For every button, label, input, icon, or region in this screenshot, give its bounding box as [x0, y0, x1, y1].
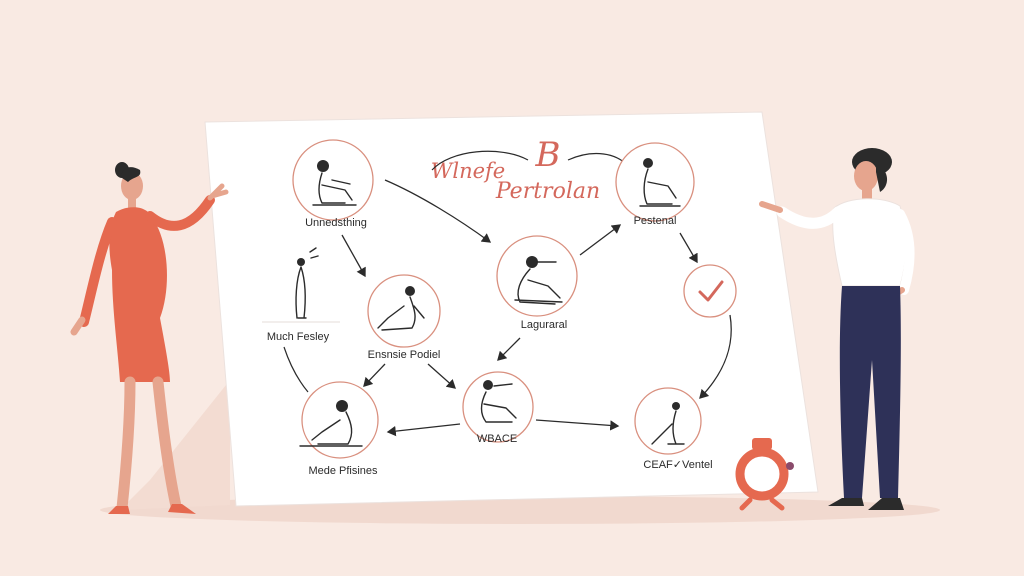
- pregnant-woman-icon: [70, 162, 229, 514]
- svg-text:CEAF✓Ventel: CEAF✓Ventel: [643, 459, 712, 471]
- node-mede-pfisines: Mede Pfisines: [299, 381, 379, 477]
- kneeling-person-icon: [299, 400, 363, 447]
- arrow-n1-n3: [341, 234, 366, 278]
- arrow-n5-n6: [679, 232, 698, 264]
- svg-text:WBACE: WBACE: [477, 433, 517, 445]
- arrow-n7-n9: [535, 419, 620, 431]
- arrow-n3-n8: [363, 363, 386, 387]
- node-laguraral: Laguraral: [496, 235, 578, 331]
- svg-text:Pestenal: Pestenal: [634, 215, 677, 227]
- arrow-n7-n8: [386, 423, 461, 437]
- reclining-person-icon: [377, 286, 425, 331]
- flow-arrows: [283, 179, 732, 437]
- svg-text:Much Fesley: Much Fesley: [267, 331, 330, 343]
- arrow-n3-n7: [427, 363, 456, 389]
- svg-text:Ensnsie Podiel: Ensnsie Podiel: [368, 349, 441, 361]
- title-script: Wlnefe: [431, 159, 505, 183]
- stretching-person-icon: [514, 256, 563, 305]
- node-unnedsthing: Unnedsthing: [292, 139, 374, 229]
- bending-person-icon: [480, 380, 517, 423]
- node-pestenal: Pestenal: [615, 142, 695, 227]
- svg-text:Unnedsthing: Unnedsthing: [305, 217, 367, 229]
- title-letter: B: [535, 135, 561, 175]
- node-wbace: WBACE: [462, 371, 534, 445]
- arrow-n6-n9: [699, 314, 732, 399]
- checkmark-icon: [698, 280, 724, 302]
- node-ceaf-ventel: CEAF✓Ventel: [634, 387, 713, 471]
- arrow-n1-n4: [384, 179, 492, 243]
- title-swash: [431, 150, 626, 171]
- curve-n2-n8: [283, 346, 309, 393]
- standing-person-icon: [295, 247, 319, 319]
- sitting-person-icon: [651, 402, 685, 445]
- seated-person-icon: [639, 158, 681, 207]
- node-checkmark: [683, 264, 737, 318]
- node-much-fesley: Much Fesley: [262, 247, 340, 343]
- title-sub: Pertrolan: [495, 179, 600, 204]
- woman-presenter-icon: [759, 148, 915, 510]
- seated-person-icon: [312, 160, 357, 206]
- arrow-n4-n5: [579, 224, 622, 256]
- node-ensnsie-podiel: Ensnsie Podiel: [367, 274, 441, 361]
- svg-text:Laguraral: Laguraral: [521, 319, 567, 331]
- red-ring-icon: [735, 438, 794, 511]
- svg-text:Mede Pfisines: Mede Pfisines: [308, 465, 378, 477]
- board-shadow: [120, 380, 230, 510]
- arrow-n4-n7: [497, 337, 521, 361]
